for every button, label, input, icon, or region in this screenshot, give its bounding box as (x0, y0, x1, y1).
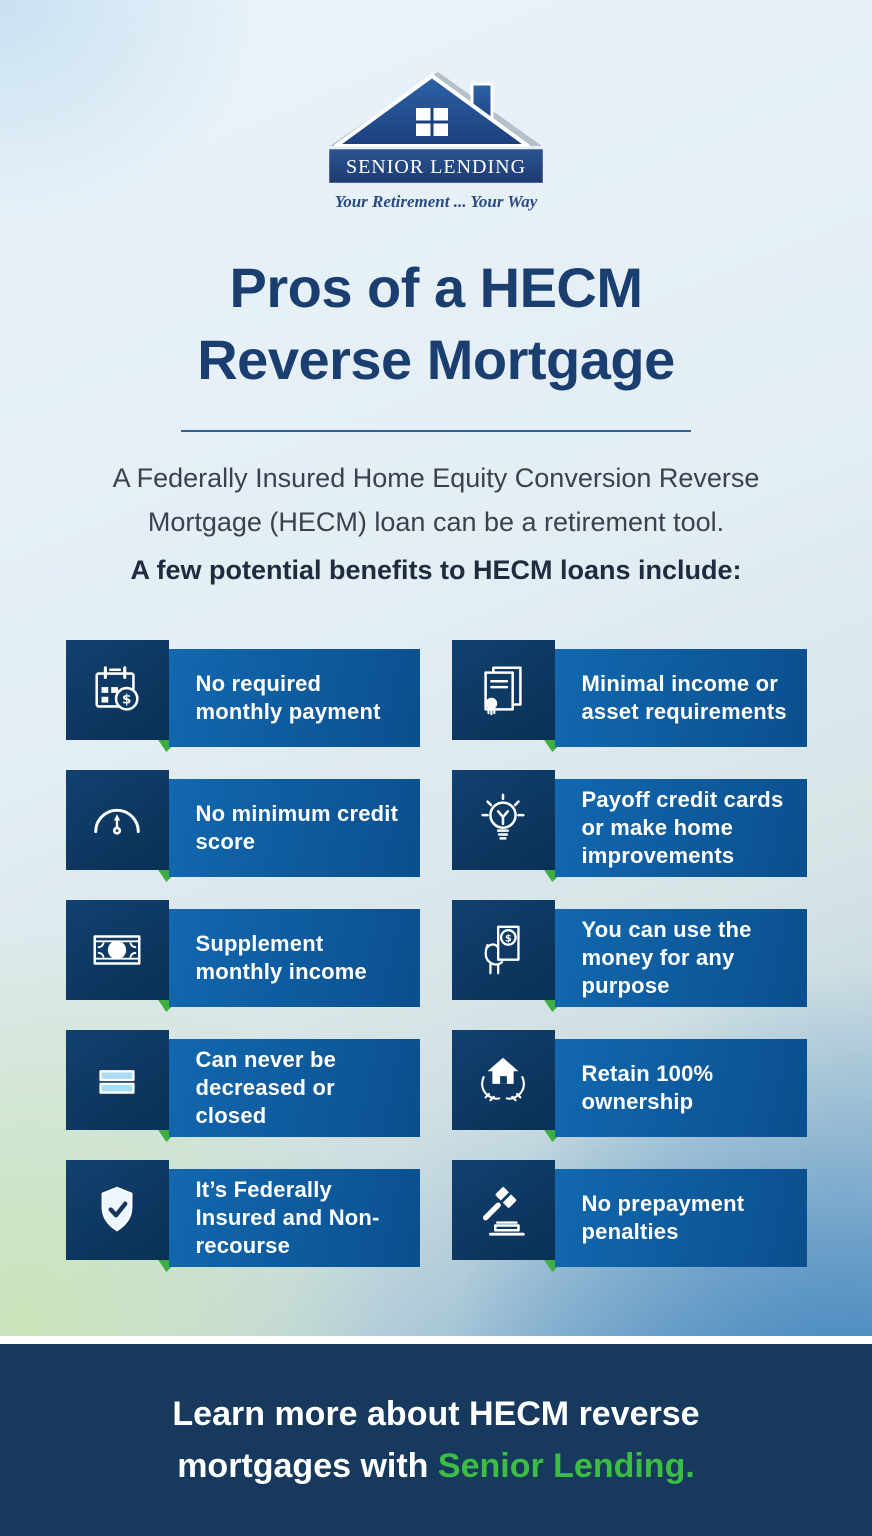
certificate-icon (474, 661, 532, 719)
logo-tagline: Your Retirement ... Your Way (334, 192, 538, 211)
footer-divider-line (0, 1336, 872, 1344)
benefit-card-3: Payoff credit cards or make home improve… (451, 770, 807, 882)
benefit-card-4: Supplement monthly income (65, 900, 420, 1012)
benefit-text-box: You can use the money for any purpose (554, 909, 807, 1007)
benefit-label: Retain 100% ownership (581, 1061, 714, 1114)
benefit-icon-box (65, 770, 169, 870)
lightbulb-icon (474, 791, 532, 849)
benefit-icon-box: $ (65, 640, 169, 740)
shield-check-icon (88, 1181, 146, 1239)
intro-emphasis: A few potential benefits to HECM loans i… (130, 555, 742, 585)
calendar-dollar-icon: $ (88, 661, 146, 719)
gauge-icon (88, 791, 146, 849)
benefit-icon-box (65, 900, 169, 1000)
benefit-label: No prepayment penalties (581, 1191, 745, 1244)
benefit-text-box: Retain 100% ownership (554, 1039, 807, 1137)
benefits-grid: $ No required monthly payment Minimal in… (65, 640, 807, 1272)
intro-text: A Federally Insured Home Equity Conversi… (86, 456, 786, 592)
hands-house-icon (474, 1051, 532, 1109)
page-title-line1: Pros of a HECM (229, 256, 643, 319)
benefit-text-box: Supplement monthly income (168, 909, 420, 1007)
footer-text: Learn more about HECM reverse mortgages … (126, 1388, 746, 1492)
footer: Learn more about HECM reverse mortgages … (0, 1344, 872, 1536)
benefit-text-box: No minimum credit score (168, 779, 420, 877)
benefit-label: Minimal income or asset requirements (581, 671, 787, 724)
house-logo-icon: SENIOR LENDING (326, 72, 546, 186)
benefit-text-box: No prepayment penalties (554, 1169, 807, 1267)
benefit-label: You can use the money for any purpose (581, 917, 752, 998)
benefit-label: Payoff credit cards or make home improve… (581, 787, 784, 868)
benefit-icon-box (451, 640, 555, 740)
benefit-card-9: No prepayment penalties (451, 1160, 807, 1272)
gavel-icon (474, 1181, 532, 1239)
money-bill-icon (88, 921, 146, 979)
benefit-label: No minimum credit score (195, 801, 399, 854)
benefit-card-7: Retain 100% ownership (451, 1030, 807, 1142)
logo-name: SENIOR LENDING (346, 156, 526, 178)
benefit-icon-box: $ (451, 900, 555, 1000)
logo-banner (326, 146, 546, 186)
benefit-label: Supplement monthly income (195, 931, 367, 984)
benefit-icon-box (65, 1160, 169, 1260)
benefit-card-8: It’s Federally Insured and Non-recourse (65, 1160, 420, 1272)
equals-icon (88, 1051, 146, 1109)
benefit-label: Can never be decreased or closed (195, 1047, 337, 1128)
hand-money-icon: $ (474, 921, 532, 979)
benefit-text-box: No required monthly payment (168, 649, 420, 747)
senior-lending-logo: SENIOR LENDING Your Retirement ... Your … (0, 0, 872, 212)
benefit-text-box: It’s Federally Insured and Non-recourse (168, 1169, 420, 1267)
benefit-card-1: Minimal income or asset requirements (451, 640, 807, 752)
benefit-text-box: Can never be decreased or closed (168, 1039, 420, 1137)
benefit-text-box: Payoff credit cards or make home improve… (554, 779, 807, 877)
brand-name-highlight: Senior Lending (437, 1447, 686, 1485)
footer-text-before: Learn more about HECM reverse mortgages … (172, 1395, 700, 1485)
intro-sentence: A Federally Insured Home Equity Conversi… (112, 463, 760, 537)
svg-text:$: $ (122, 692, 131, 708)
page-title-line2: Reverse Mortgage (197, 328, 675, 391)
benefit-icon-box (451, 770, 555, 870)
svg-text:$: $ (505, 933, 512, 944)
benefit-text-box: Minimal income or asset requirements (554, 649, 807, 747)
benefit-icon-box (65, 1030, 169, 1130)
benefit-icon-box (451, 1160, 555, 1260)
title-divider (181, 430, 691, 432)
benefit-label: No required monthly payment (195, 671, 381, 724)
page-title: Pros of a HECM Reverse Mortgage (0, 252, 872, 396)
benefit-icon-box (451, 1030, 555, 1130)
footer-text-after: . (685, 1447, 695, 1485)
benefit-card-5: $ You can use the money for any purpose (451, 900, 807, 1012)
benefit-card-2: No minimum credit score (65, 770, 420, 882)
benefit-card-6: Can never be decreased or closed (65, 1030, 420, 1142)
benefit-label: It’s Federally Insured and Non-recourse (195, 1177, 380, 1258)
benefit-card-0: $ No required monthly payment (65, 640, 420, 752)
